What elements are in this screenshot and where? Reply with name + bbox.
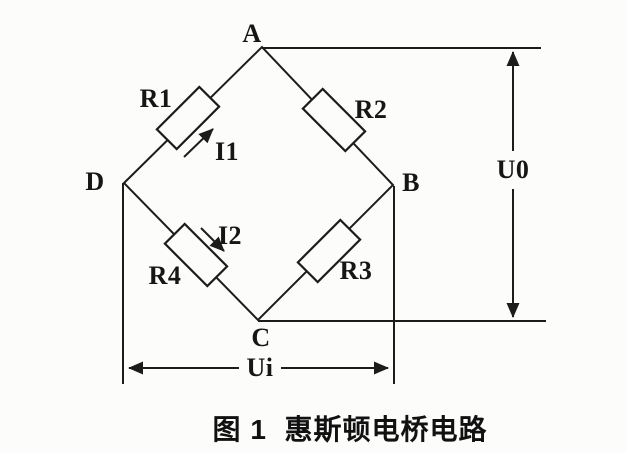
resistor-label-r1: R1 [139,84,173,113]
resistor-r4-body [163,222,229,288]
current-i1-arrow [183,128,214,158]
resistor-label-r2: R2 [354,95,388,124]
voltage-label-u0: U0 [496,155,530,184]
node-label-d: D [85,167,105,196]
resistor-label-r4: R4 [148,261,182,290]
current-i2-arrow [200,227,225,252]
node-label-b: B [402,168,420,197]
voltage-label-ui: Ui [246,353,274,382]
current-label-i2: I2 [217,221,243,250]
resistor-r2-body [301,87,367,153]
resistor-r1-body [155,85,221,151]
figure-caption: 图 1 惠斯顿电桥电路 [212,414,488,445]
resistor-label-r3: R3 [339,256,373,285]
node-label-c: C [251,323,271,352]
current-label-i1: I1 [214,137,240,166]
node-label-a: A [242,19,262,48]
resistor-r3-body [296,218,362,284]
